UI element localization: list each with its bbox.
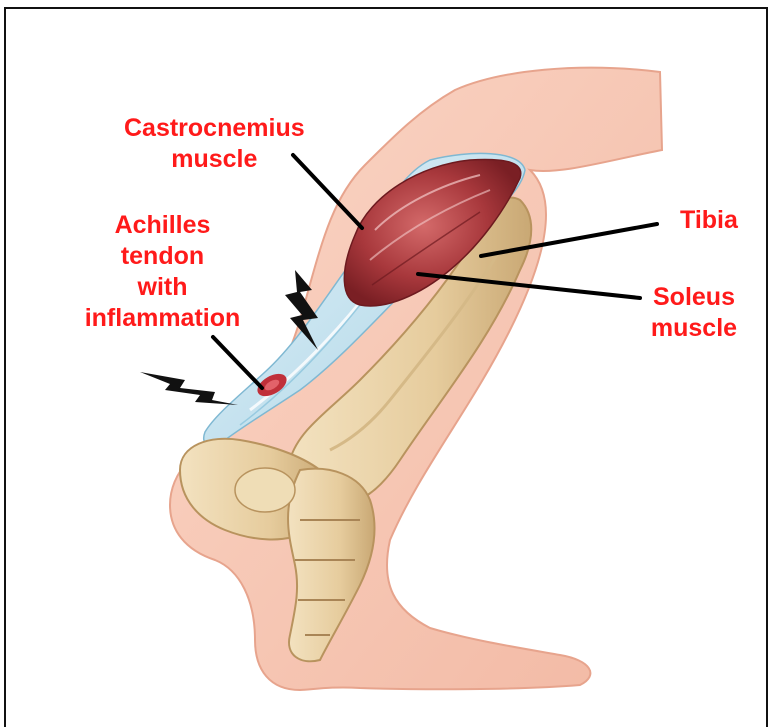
leg-anatomy-illustration (0, 0, 779, 704)
lightning-bolt-icon (140, 372, 238, 405)
gastrocnemius-label-line-2: muscle (124, 144, 305, 175)
achilles-label-line-1: Achilles (55, 210, 270, 241)
soleus-label-line-2: muscle (640, 313, 748, 344)
achilles-label: Achilles tendon with inflammation (55, 210, 270, 334)
soleus-label: Soleus muscle (640, 282, 748, 344)
soleus-label-line-1: Soleus (640, 282, 748, 313)
gastrocnemius-label: Castrocnemius muscle (124, 113, 305, 175)
tibia-label-line-1: Tibia (680, 205, 738, 236)
tibia-label: Tibia (680, 205, 738, 236)
achilles-label-line-2: tendon (55, 241, 270, 272)
gastrocnemius-label-line-1: Castrocnemius (124, 113, 305, 144)
achilles-leader-line (213, 337, 262, 388)
achilles-label-line-3: with (55, 272, 270, 303)
achilles-label-line-4: inflammation (55, 303, 270, 334)
